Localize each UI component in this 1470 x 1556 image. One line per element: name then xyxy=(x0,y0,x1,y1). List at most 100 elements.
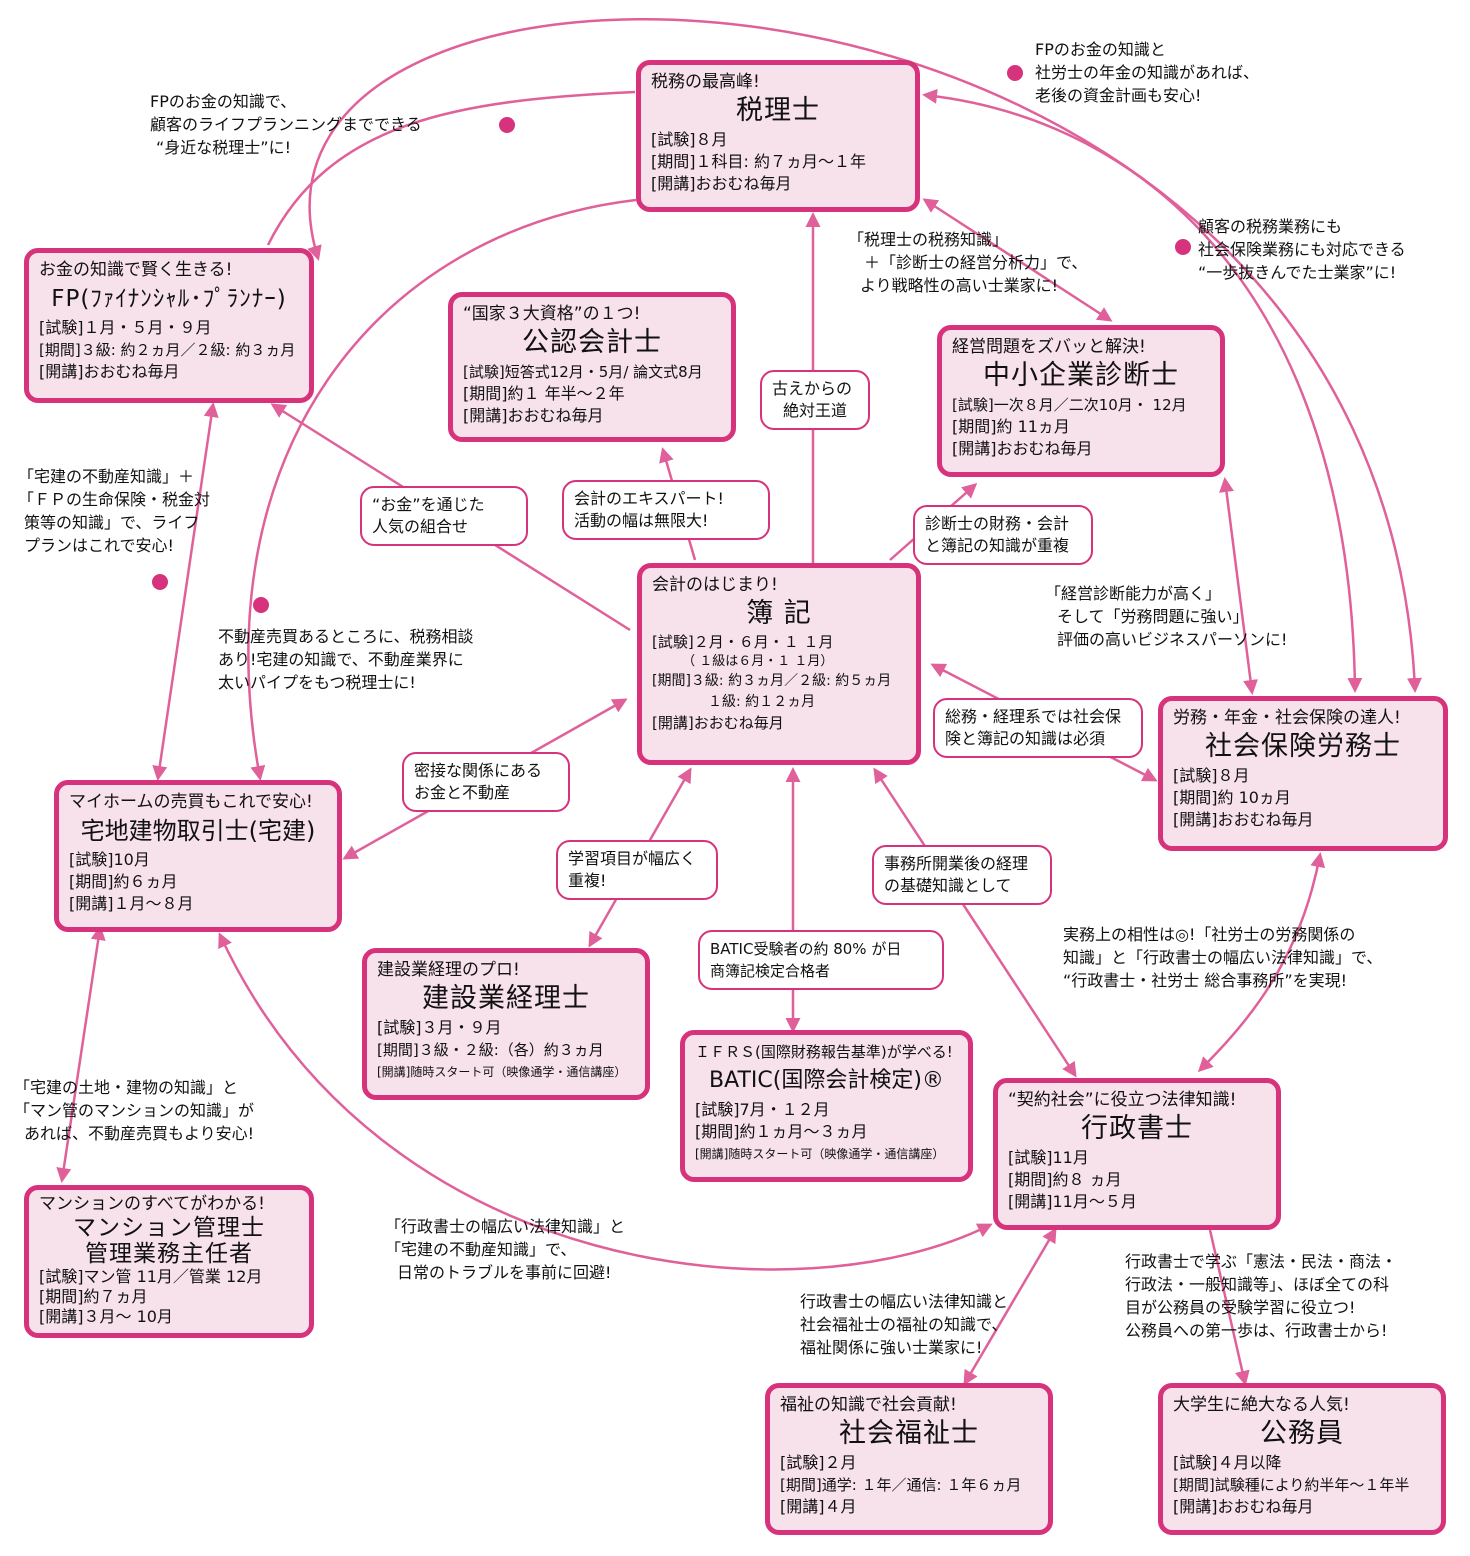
box-detail: [期間]３級: 約２ヵ月／２級: 約３ヵ月 xyxy=(39,341,296,359)
box-subtitle: ＩＦＲＳ(国際財務報告基準)が学べる! xyxy=(695,1043,953,1061)
box-detail: [期間]約６ヵ月 xyxy=(69,872,178,891)
bubble-kodai: 古えからの 絶対王道 xyxy=(760,370,870,430)
note-line: 「ＦＰの生命保険・税金対 xyxy=(18,490,211,509)
box-mansion: マンションのすべてがわかる! マンション管理士 管理業務主任者 [試験]マン管 … xyxy=(24,1185,314,1338)
box-detail: [期間]３級・２級:（各）約３ヵ月 xyxy=(377,1041,604,1059)
box-kensetsu: 建設業経理のプロ! 建設業経理士 [試験]３月・９月 [期間]３級・２級:（各）… xyxy=(362,948,650,1100)
note-line: 日常のトラブルを事前に回避! xyxy=(397,1263,612,1282)
bubble-line: 険と簿記の知識は必須 xyxy=(945,729,1106,748)
note-line: そして「労務問題に強い」 xyxy=(1057,607,1249,626)
box-chusho: 経営問題をズバッと解決! 中小企業診断士 [試験]一次８月／二次10月・ 12月… xyxy=(937,325,1225,477)
dot-tax-takken xyxy=(253,597,269,613)
bubble-line: 重複! xyxy=(568,871,607,890)
note-line: 社会福祉士の福祉の知識で、 xyxy=(800,1315,1008,1334)
box-detail: [開講]随時スタート可（映像通学・通信講座） xyxy=(695,1147,945,1161)
box-subtitle: 経営問題をズバッと解決! xyxy=(952,337,1146,357)
box-detail: [試験]８月 xyxy=(651,130,728,149)
note-line: 「経営診断能力が高く」 xyxy=(1045,584,1222,603)
note-fp-sharo: FPのお金の知識と 社労士の年金の知識があれば、 老後の資金計画も安心! xyxy=(1035,38,1259,107)
note-takken-mansion: 「宅建の土地・建物の知識」と 「マン管のマンションの知識」が あれば、不動産売買… xyxy=(14,1076,254,1145)
box-detail: [試験]マン管 11月／管業 12月 xyxy=(39,1267,263,1286)
bubble-line: の基礎知識として xyxy=(884,876,1012,895)
box-title: BATIC(国際会計検定)® xyxy=(709,1068,944,1093)
box-title: FP(ﾌｧｲﾅﾝｼｬﾙ･ﾌﾟﾗﾝﾅｰ) xyxy=(51,286,287,312)
note-line: FPのお金の知識と xyxy=(1035,40,1166,59)
box-detail: [開講]おおむね毎月 xyxy=(1173,1497,1314,1516)
note-line: 行政書士の幅広い法律知識と xyxy=(800,1292,1009,1311)
note-line: 「マン管のマンションの知識」が xyxy=(14,1101,255,1120)
note-line: 目が公務員の受験学習に役立つ! xyxy=(1125,1298,1356,1317)
note-line: 行政法・一般知識等」、ほぼ全ての科 xyxy=(1125,1275,1390,1294)
bubble-line: BATIC受験者の約 80% が日 xyxy=(710,940,902,958)
note-line: 策等の知識」で、ライフ xyxy=(24,513,200,532)
bubble-kaikei: 会計のエキスパート! 活動の幅は無限大! xyxy=(562,480,770,540)
box-subtitle: 労務・年金・社会保険の達人! xyxy=(1173,708,1401,728)
bubble-line: 学習項目が幅広く xyxy=(568,849,697,868)
box-title: 社会福祉士 xyxy=(839,1418,979,1449)
box-detail: [開講]１月～８月 xyxy=(69,894,194,913)
bubble-line: と簿記の知識が重複 xyxy=(925,536,1070,555)
box-takken: マイホームの売買もこれで安心! 宅地建物取引士(宅建) [試験]10月 [期間]… xyxy=(54,780,342,932)
bubble-shindan: 診断士の財務・会計 と簿記の知識が重複 xyxy=(913,505,1093,565)
link-tax-sme xyxy=(922,198,1113,322)
note-takken-tax: 不動産売買あるところに、税務相談 あり!宅建の知識で、不動産業界に 太いパイプを… xyxy=(218,625,474,694)
note-line: 社会保険業務にも対応できる xyxy=(1198,240,1406,259)
bubble-gakushu: 学習項目が幅広く 重複! xyxy=(556,840,718,900)
box-detail: [期間]約８ ヵ月 xyxy=(1008,1170,1122,1189)
bubble-line: 絶対王道 xyxy=(782,401,847,420)
note-takken-fp: 「宅建の不動産知識」＋ 「ＦＰの生命保険・税金対 策等の知識」で、ライフ プラン… xyxy=(18,465,210,557)
note-line: 社労士の年金の知識があれば、 xyxy=(1035,63,1260,82)
bubble-soumu: 総務・経理系では社会保 険と簿記の知識は必須 xyxy=(933,698,1143,758)
box-detail: [試験]８月 xyxy=(1173,766,1250,785)
note-line: “行政書士・社労士 総合事務所”を実現! xyxy=(1063,971,1348,990)
note-line: あり!宅建の知識で、不動産業界に xyxy=(218,650,464,669)
box-subtitle: 大学生に絶大なる人気! xyxy=(1173,1395,1350,1415)
bubble-line: 密接な関係にある xyxy=(414,761,543,780)
box-detail: [開講]おおむね毎月 xyxy=(652,714,784,732)
box-detail: [期間]約１ 年半～２年 xyxy=(463,384,625,403)
note-gyosei-takken: 「行政書士の幅広い法律知識」と 「宅建の不動産知識」で、 日常のトラブルを事前に… xyxy=(385,1215,625,1284)
box-detail: [開講]おおむね毎月 xyxy=(1173,810,1314,829)
note-line: 「行政書士の幅広い法律知識」と xyxy=(385,1217,626,1236)
box-subtitle: 建設業経理のプロ! xyxy=(377,960,520,980)
box-detail: [試験]10月 xyxy=(69,850,150,869)
box-title: 建設業経理士 xyxy=(422,983,590,1014)
bubble-line: 人気の組合せ xyxy=(372,517,469,536)
box-detail: [開講]３月～ 10月 xyxy=(39,1307,173,1326)
box-title: マンション管理士 xyxy=(73,1215,265,1241)
link-gyosei-fukushi xyxy=(963,1227,1057,1386)
note-line: 福祉関係に強い士業家に! xyxy=(800,1338,983,1357)
box-detail: [期間]約７ヵ月 xyxy=(39,1287,148,1306)
note-line: 不動産売買あるところに、税務相談 xyxy=(218,627,474,646)
box-subtitle: 会計のはじまり! xyxy=(652,575,778,595)
box-title-2: 管理業務主任者 xyxy=(85,1241,253,1267)
note-line: 実務上の相性は◎!「社労士の労務関係の xyxy=(1063,925,1356,944)
note-gyosei-fukushi: 行政書士の幅広い法律知識と 社会福祉士の福祉の知識で、 福祉関係に強い士業家に! xyxy=(800,1290,1008,1359)
arc-tax-sharo xyxy=(922,88,1363,693)
note-line: 評価の高いビジネスパーソンに! xyxy=(1057,630,1288,649)
bubble-line: お金と不動産 xyxy=(414,783,511,802)
box-title: 中小企業診断士 xyxy=(983,360,1179,391)
box-detail: １級: 約１２ヵ月 xyxy=(652,694,816,710)
box-subtitle: お金の知識で賢く生きる! xyxy=(39,260,233,280)
bubble-mitsusetsu: 密接な関係にある お金と不動産 xyxy=(402,752,570,812)
box-detail: [試験]短答式12月・5月/ 論文式8月 xyxy=(463,363,703,381)
box-subtitle: 福祉の知識で社会貢献! xyxy=(780,1395,957,1415)
box-detail: [開講]11月～５月 xyxy=(1008,1192,1137,1211)
bubble-line: 商簿記検定合格者 xyxy=(710,962,831,980)
box-detail: [期間]約 10ヵ月 xyxy=(1173,788,1291,807)
link-fp-takken xyxy=(152,402,219,781)
dot-fp-sharo xyxy=(1007,65,1023,81)
arc-tax-takken xyxy=(247,198,637,781)
box-detail: [開講]随時スタート可（映像通学・通信講座） xyxy=(377,1065,627,1079)
note-line: 公務員への第一歩は、行政書士から! xyxy=(1125,1321,1388,1340)
box-cpa: “国家３大資格”の１つ! 公認会計士 [試験]短答式12月・5月/ 論文式8月 … xyxy=(448,292,736,442)
note-line: 「宅建の不動産知識」で、 xyxy=(385,1240,577,1259)
note-line: 行政書士で学ぶ「憲法・民法・商法・ xyxy=(1125,1252,1398,1271)
note-line: 顧客のライフプランニングまでできる xyxy=(150,115,422,134)
box-sharoushi: 労務・年金・社会保険の達人! 社会保険労務士 [試験]８月 [期間]約 10ヵ月… xyxy=(1158,696,1448,851)
note-line: 「宅建の土地・建物の知識」と xyxy=(14,1078,239,1097)
bubble-line: 会計のエキスパート! xyxy=(574,489,724,508)
link-boki-gyosei xyxy=(873,767,1077,1078)
box-detail: [開講]おおむね毎月 xyxy=(952,439,1093,458)
